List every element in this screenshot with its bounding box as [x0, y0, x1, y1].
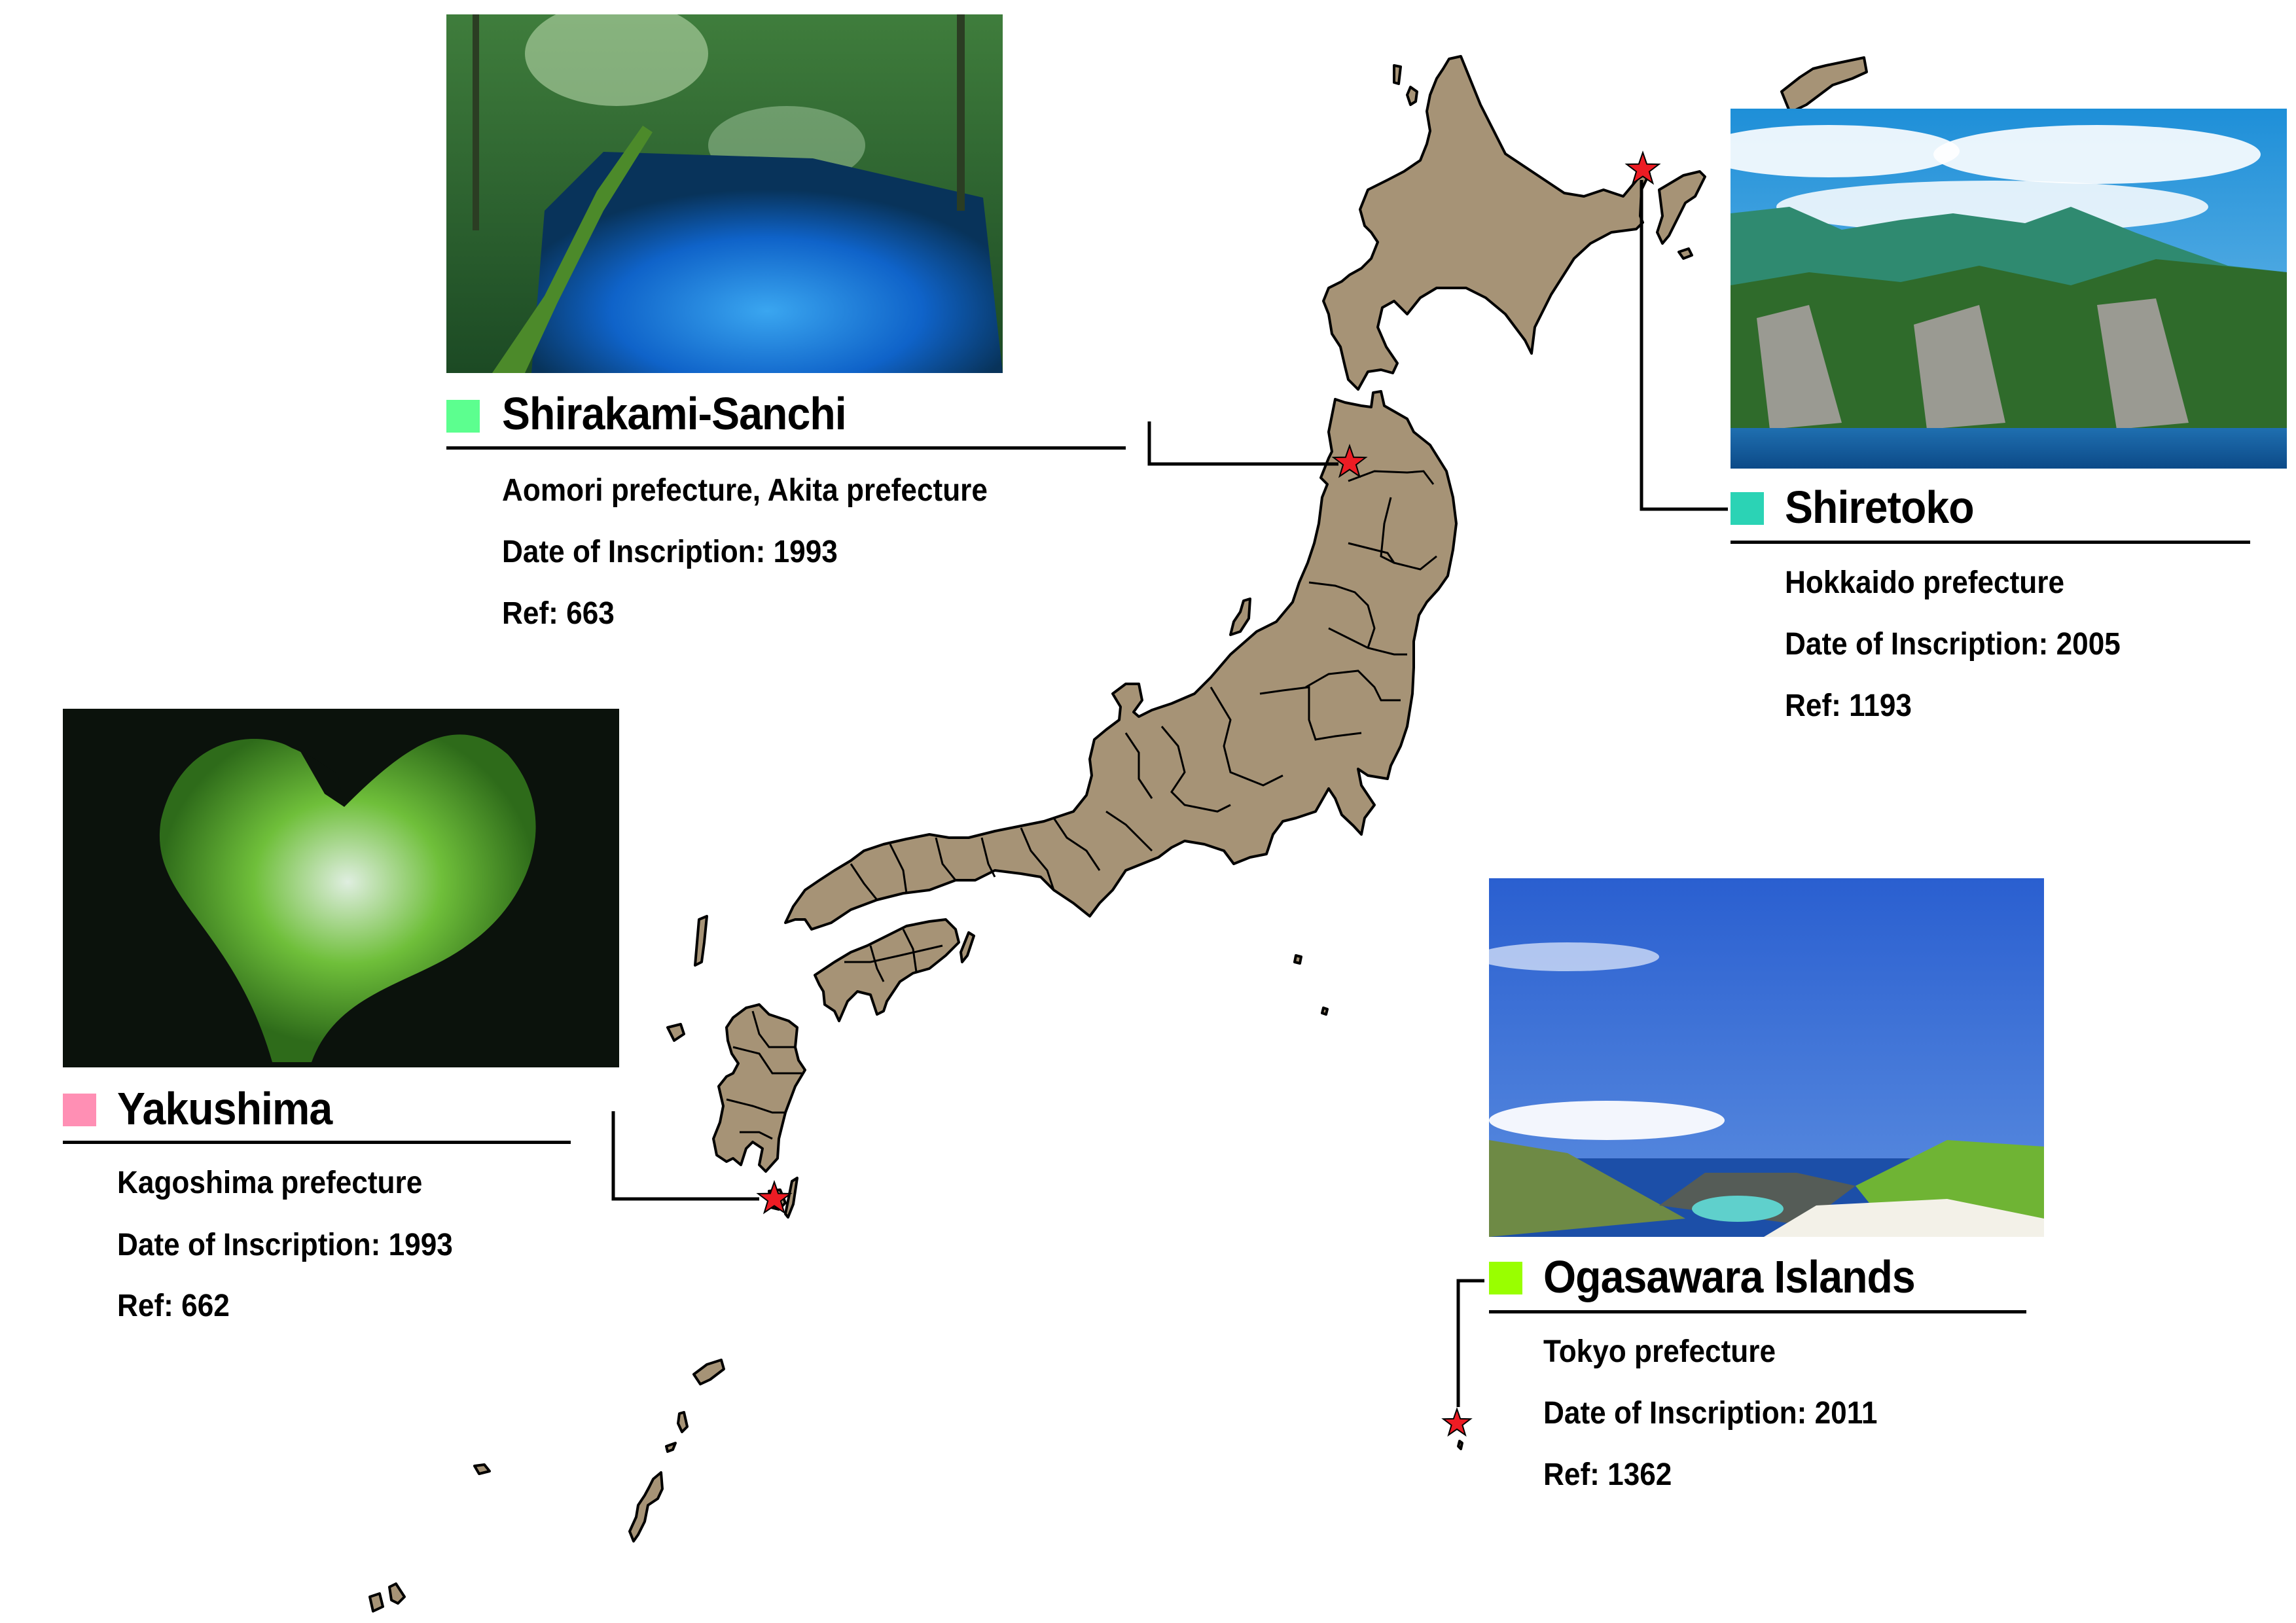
site-inscription-date: Date of Inscription: 2011: [1543, 1396, 1878, 1431]
title-underline: [1489, 1310, 2026, 1313]
legend-swatch: [1489, 1262, 1522, 1294]
site-markers: [756, 150, 1661, 1437]
site-prefecture: Hokkaido prefecture: [1785, 565, 2065, 600]
sado-island: [1229, 597, 1251, 636]
site-title: Yakushima: [117, 1083, 332, 1134]
legend-swatch: [63, 1094, 96, 1126]
star-icon[interactable]: [1441, 1406, 1473, 1437]
prefecture-borders: [726, 470, 1437, 1140]
shiretoko-photo: [1731, 109, 2287, 469]
connector-shirakami: [1147, 421, 1338, 466]
site-inscription-date: Date of Inscription: 1993: [502, 535, 838, 569]
connector-ogasawara: [1456, 1279, 1484, 1407]
rebun-island: [1406, 86, 1418, 106]
star-icon[interactable]: [756, 1179, 793, 1215]
connector-yakushima: [611, 1111, 759, 1201]
connector-shiretoko: [1640, 180, 1728, 511]
site-inscription-date: Date of Inscription: 2005: [1785, 627, 2121, 662]
hokkaido: [1322, 55, 1651, 391]
hachijo-island: [1321, 1007, 1329, 1016]
star-icon[interactable]: [1624, 150, 1661, 185]
rishiri-island: [1393, 64, 1402, 85]
tanegashima-island: [784, 1177, 798, 1219]
kyushu: [712, 1003, 806, 1173]
site-ref: Ref: 663: [502, 596, 615, 631]
site-title: Shiretoko: [1785, 482, 1975, 533]
shikoku: [814, 918, 960, 1022]
connector-lines: [611, 180, 1728, 1407]
honshu: [784, 390, 1458, 931]
ogasawara-photo: [1489, 878, 2044, 1237]
okinawa-island: [628, 1471, 664, 1543]
site-prefecture: Tokyo prefecture: [1543, 1334, 1776, 1369]
chichijima: [1457, 1440, 1463, 1450]
shirakami-photo: [446, 14, 1003, 373]
site-ref: Ref: 1362: [1543, 1457, 1672, 1492]
site-prefecture: Aomori prefecture, Akita prefecture: [502, 473, 988, 508]
legend-swatch: [446, 400, 480, 433]
title-underline: [446, 446, 1126, 450]
awaji-island: [960, 931, 975, 963]
site-ref: Ref: 662: [117, 1289, 230, 1323]
site-ref: Ref: 1193: [1785, 688, 1912, 723]
site-title: Shirakami-Sanchi: [502, 388, 847, 439]
goto-islands: [666, 1023, 685, 1042]
title-underline: [1731, 541, 2250, 544]
site-prefecture: Kagoshima prefecture: [117, 1166, 423, 1200]
amami-oshima: [692, 1359, 725, 1385]
etorofu-island: [1780, 56, 1868, 114]
site-inscription-date: Date of Inscription: 1993: [117, 1228, 453, 1262]
legend-swatch: [1731, 492, 1764, 525]
shikotan-island: [1677, 247, 1693, 260]
iriomote-island: [368, 1592, 384, 1613]
miyako-island: [473, 1463, 491, 1475]
tokunoshima: [677, 1411, 689, 1433]
tsushima-island: [694, 915, 708, 967]
yakushima-photo: [63, 709, 619, 1067]
izu-oshima: [1293, 954, 1302, 965]
site-title: Ogasawara Islands: [1543, 1251, 1916, 1302]
okinoerabu: [665, 1442, 677, 1453]
title-underline: [63, 1141, 571, 1144]
ishigaki-island: [388, 1582, 406, 1605]
land-masses: [368, 55, 1868, 1613]
kunashiri-island: [1656, 170, 1706, 245]
star-icon[interactable]: [1331, 443, 1368, 478]
